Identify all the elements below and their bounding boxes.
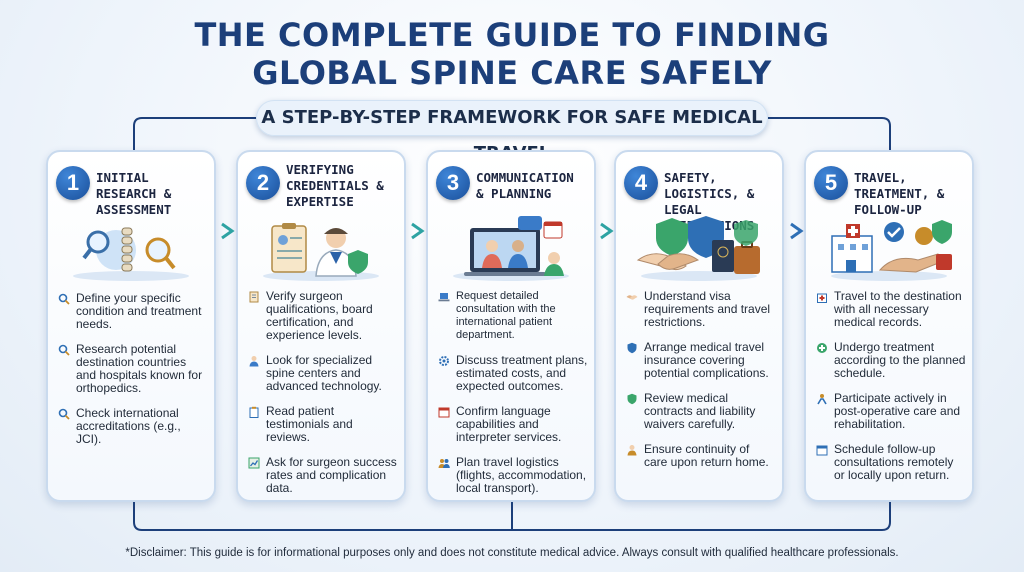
- item-text: Plan travel logistics (flights, accommod…: [456, 455, 587, 495]
- list-item: Discuss treatment plans, estimated costs…: [438, 354, 588, 393]
- list-item: Check international accreditations (e.g.…: [58, 407, 208, 446]
- item-text: Check international accreditations (e.g.…: [76, 406, 181, 446]
- calendar-icon: [438, 407, 450, 418]
- step-card-4: 4 SAFETY, LOGISTICS, & LEGAL PREPARATION…: [614, 150, 784, 502]
- step-number-badge: 3: [436, 166, 470, 200]
- list-item: Request detailed consultation with the i…: [438, 290, 588, 342]
- doctor-icon: [249, 356, 259, 367]
- video-call-illustration: [453, 216, 569, 281]
- item-text: Arrange medical travel insurance coverin…: [644, 340, 769, 380]
- list-item: Confirm language capabilities and interp…: [438, 405, 588, 444]
- list-item: Review medical contracts and liability w…: [626, 392, 776, 431]
- doctor-clipboard-illustration: [263, 223, 379, 281]
- list-item: Define your specific condition and treat…: [58, 292, 208, 331]
- magnifier-icon: [58, 293, 70, 305]
- item-text: Look for specialized spine centers and a…: [266, 353, 382, 393]
- chevron-right-icon: [790, 222, 804, 240]
- spine-magnifier-illustration: [73, 227, 189, 281]
- disclaimer-text: *Disclaimer: This guide is for informati…: [125, 547, 899, 559]
- shield-icon: [627, 342, 637, 354]
- step-card-3: 3 COMMUNICATION & PLANNING Request detai…: [426, 150, 596, 502]
- main-title-line-2: GLOBAL SPINE CARE SAFELY: [252, 54, 772, 92]
- step-card-2: 2 VERIFYING CREDENTIALS & EXPERTISE Veri…: [236, 150, 406, 502]
- calendar-icon: [816, 445, 828, 456]
- item-text: Review medical contracts and liability w…: [644, 391, 756, 431]
- list-item: Schedule follow-up consultations remotel…: [816, 443, 966, 482]
- list-item: Research potential destination countries…: [58, 343, 208, 395]
- gear-icon: [439, 356, 449, 366]
- person-icon: [627, 445, 637, 456]
- step-number-badge: 2: [246, 166, 280, 200]
- step-card-5: 5 TRAVEL, TREATMENT, & FOLLOW-UP Travel …: [804, 150, 974, 502]
- step-item-list: Request detailed consultation with the i…: [438, 290, 588, 507]
- item-text: Discuss treatment plans, estimated costs…: [456, 353, 588, 393]
- chevron-right-icon: [411, 222, 425, 240]
- rehab-icon: [817, 394, 827, 405]
- item-text: Define your specific condition and treat…: [76, 291, 202, 331]
- step-item-list: Travel to the destination with all neces…: [816, 290, 966, 494]
- item-text: Read patient testimonials and reviews.: [266, 404, 353, 444]
- list-item: Travel to the destination with all neces…: [816, 290, 966, 329]
- chevron-right-icon: [221, 222, 235, 240]
- step-title: VERIFYING CREDENTIALS & EXPERTISE: [286, 162, 384, 209]
- step-item-list: Verify surgeon qualifications, board cer…: [248, 290, 398, 507]
- item-text: Undergo treatment according to the plann…: [834, 340, 966, 380]
- document-icon: [249, 291, 259, 303]
- medical-icon: [817, 343, 827, 353]
- list-item: Verify surgeon qualifications, board cer…: [248, 290, 398, 342]
- list-item: Understand visa requirements and travel …: [626, 290, 776, 329]
- main-title-line-1: THE COMPLETE GUIDE TO FINDING: [194, 16, 830, 54]
- chevron-right-icon: [600, 222, 614, 240]
- item-text: Travel to the destination with all neces…: [834, 289, 962, 329]
- item-text: Request detailed consultation with the i…: [456, 290, 556, 341]
- item-text: Verify surgeon qualifications, board cer…: [266, 289, 373, 342]
- hospital-icon: [817, 293, 827, 303]
- item-text: Understand visa requirements and travel …: [644, 289, 771, 329]
- list-item: Ask for surgeon success rates and compli…: [248, 456, 398, 495]
- chart-icon: [248, 457, 260, 469]
- item-text: Ask for surgeon success rates and compli…: [266, 455, 397, 495]
- step-title: INITIAL RESEARCH & ASSESSMENT: [96, 170, 172, 217]
- handshake-icon: [626, 295, 638, 300]
- list-item: Plan travel logistics (flights, accommod…: [438, 456, 588, 495]
- list-item: Look for specialized spine centers and a…: [248, 354, 398, 393]
- item-text: Research potential destination countries…: [76, 342, 203, 395]
- people-icon: [438, 459, 450, 468]
- step-number-badge: 5: [814, 166, 848, 200]
- list-item: Undergo treatment according to the plann…: [816, 341, 966, 380]
- list-item: Read patient testimonials and reviews.: [248, 405, 398, 444]
- item-text: Participate actively in post-operative c…: [834, 391, 961, 431]
- magnifier-icon: [58, 408, 70, 420]
- laptop-icon: [438, 293, 450, 302]
- step-item-list: Define your specific condition and treat…: [58, 292, 208, 458]
- clipboard-icon: [249, 406, 259, 418]
- step-card-1: 1 INITIAL RESEARCH & ASSESSMENT Define y…: [46, 150, 216, 502]
- item-text: Confirm language capabilities and interp…: [456, 404, 562, 444]
- step-item-list: Understand visa requirements and travel …: [626, 290, 776, 481]
- step-number-badge: 1: [56, 166, 90, 200]
- step-number-badge: 4: [624, 166, 658, 200]
- item-text: Schedule follow-up consultations remotel…: [834, 442, 954, 482]
- shield-icon: [627, 393, 637, 405]
- magnifier-icon: [58, 344, 70, 356]
- step-title: COMMUNICATION & PLANNING: [476, 170, 574, 201]
- step-title: TRAVEL, TREATMENT, & FOLLOW-UP: [854, 170, 945, 217]
- list-item: Ensure continuity of care upon return ho…: [626, 443, 776, 469]
- hospital-travel-illustration: [831, 220, 952, 281]
- handshake-passport-illustration: [636, 216, 760, 281]
- item-text: Ensure continuity of care upon return ho…: [644, 442, 769, 469]
- list-item: Participate actively in post-operative c…: [816, 392, 966, 431]
- list-item: Arrange medical travel insurance coverin…: [626, 341, 776, 380]
- subtitle-banner: A STEP-BY-STEP FRAMEWORK FOR SAFE MEDICA…: [256, 100, 768, 164]
